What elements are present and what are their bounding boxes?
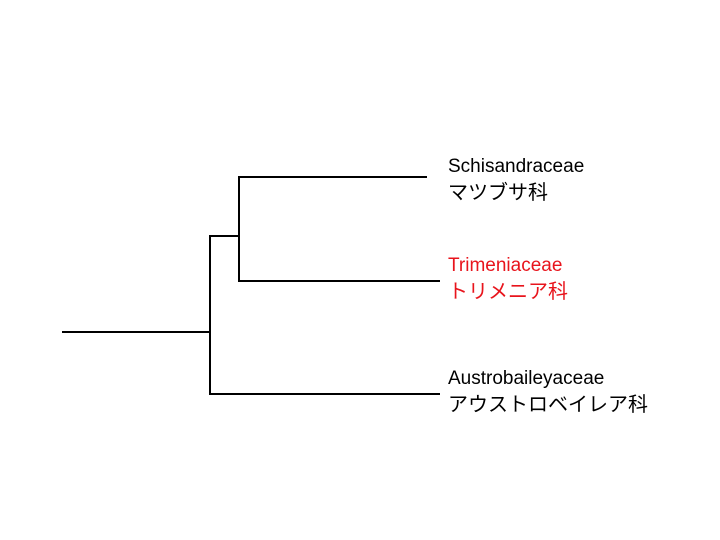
taxon-label-trimeniaceae: Trimeniaceae トリメニア科 (448, 253, 568, 305)
latin-name: Schisandraceae (448, 156, 585, 177)
taxon-label-austrobaileyaceae: Austrobaileyaceae アウストロベイレア科 (448, 366, 648, 418)
taxon-label-schisandraceae: Schisandraceae マツブサ科 (448, 154, 584, 206)
japanese-name: トリメニア科 (448, 281, 568, 303)
japanese-name: アウストロベイレア科 (448, 394, 648, 416)
japanese-name: マツブサ科 (448, 182, 548, 204)
latin-name: Austrobaileyaceae (448, 368, 605, 389)
latin-name: Trimeniaceae (448, 255, 563, 276)
